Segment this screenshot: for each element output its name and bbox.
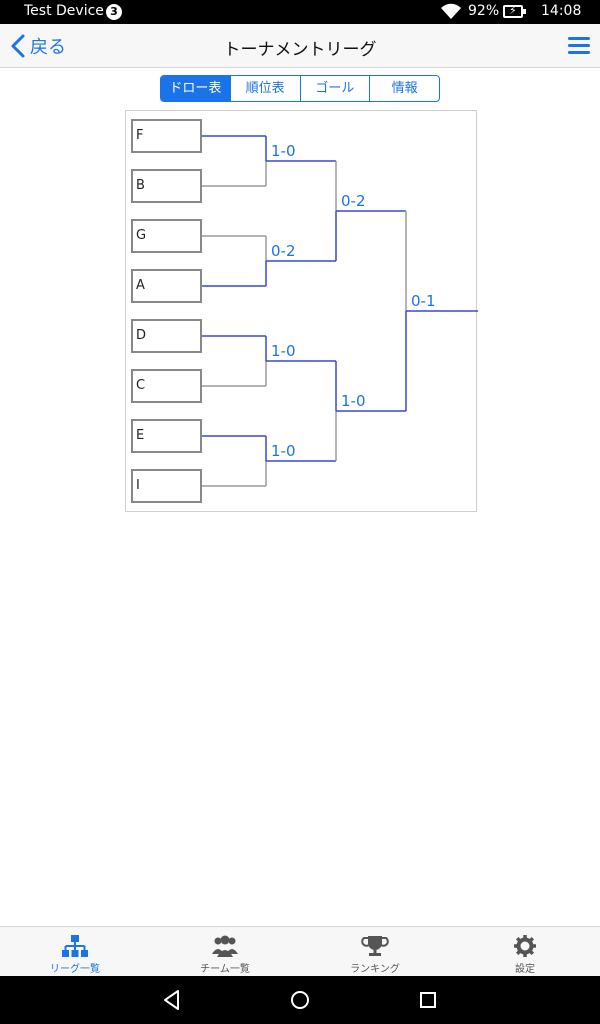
back-triangle-icon[interactable]: [160, 988, 184, 1012]
match-score: 1-0: [271, 442, 296, 460]
status-bar: Test Device 3 92% ⚡ 14:08: [0, 0, 600, 24]
team-box[interactable]: G: [131, 219, 202, 253]
back-label: 戻る: [30, 37, 66, 58]
bottom-tab-bar: リーグ一覧 チーム一覧 ランキング 設定: [0, 926, 600, 976]
recents-square-icon[interactable]: [416, 988, 440, 1012]
system-navigation-bar: [0, 976, 600, 1024]
tab-group[interactable]: チーム一覧: [150, 927, 300, 976]
back-button[interactable]: 戻る: [8, 32, 66, 60]
match-score: 1-0: [271, 142, 296, 160]
battery-icon: ⚡: [503, 4, 526, 18]
team-box[interactable]: C: [131, 369, 202, 403]
gear-icon: [514, 935, 536, 957]
page-title: トーナメントリーグ: [223, 40, 377, 60]
home-circle-icon[interactable]: [288, 988, 312, 1012]
segment-0[interactable]: ドロー表: [161, 76, 231, 101]
segment-1[interactable]: 順位表: [231, 76, 301, 101]
segment-2[interactable]: ゴール: [301, 76, 371, 101]
trophy-icon: [361, 936, 389, 956]
bracket-lines: [202, 135, 478, 487]
tab-label: 設定: [515, 964, 535, 975]
team-box[interactable]: B: [131, 169, 202, 203]
group-icon: [212, 935, 238, 957]
battery-percent: 92%: [468, 3, 500, 19]
notification-badge: 3: [106, 4, 122, 20]
hierarchy-icon: [62, 935, 88, 957]
device-name: Test Device: [24, 3, 104, 19]
menu-icon: [568, 37, 590, 40]
segment-3[interactable]: 情報: [391, 81, 418, 96]
wifi-icon: [441, 3, 461, 19]
view-segmented-control: ドロー表順位表ゴール 情報: [160, 75, 440, 102]
team-box[interactable]: D: [131, 319, 202, 353]
tab-trophy[interactable]: ランキング: [300, 927, 450, 976]
tab-label: チーム一覧: [200, 964, 250, 975]
menu-button[interactable]: [568, 37, 590, 55]
match-score: 0-2: [271, 242, 296, 260]
navigation-bar: 戻る トーナメントリーグ: [0, 24, 600, 68]
team-box[interactable]: E: [131, 419, 202, 453]
match-score: 1-0: [341, 392, 366, 410]
match-score: 0-2: [341, 192, 366, 210]
tab-gear[interactable]: 設定: [450, 927, 600, 976]
final-score: 0-1: [411, 292, 436, 310]
tab-hierarchy[interactable]: リーグ一覧: [0, 927, 150, 976]
team-box[interactable]: A: [131, 269, 202, 303]
team-box[interactable]: F: [131, 119, 202, 153]
tab-label: ランキング: [350, 964, 400, 975]
tab-label: リーグ一覧: [50, 964, 100, 975]
chevron-left-icon: [11, 34, 25, 58]
match-score: 1-0: [271, 342, 296, 360]
clock: 14:08: [541, 3, 582, 19]
team-box[interactable]: I: [131, 469, 202, 503]
